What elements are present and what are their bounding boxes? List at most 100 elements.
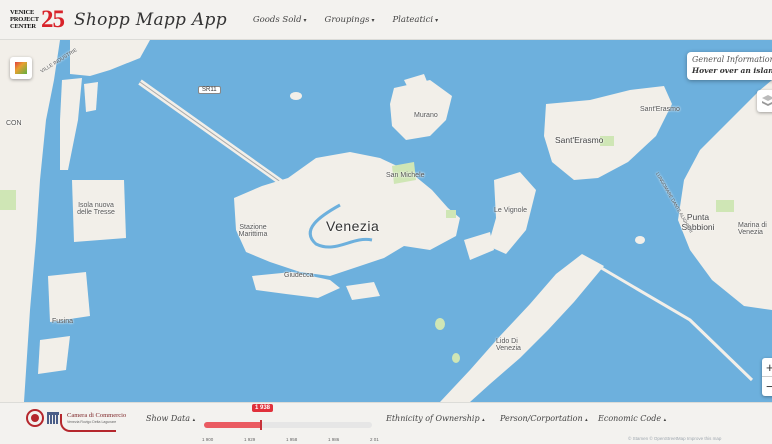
- menu-groupings[interactable]: Groupings▾: [325, 15, 375, 25]
- logo-number: 25: [40, 5, 65, 33]
- san-giorgio: [346, 282, 380, 300]
- jetty: [597, 264, 754, 382]
- label-punta-sabbioni: Punta Sabbioni: [681, 212, 715, 232]
- seal-icon: [26, 409, 44, 427]
- map-canvas[interactable]: SR11 Venezia Murano San Michele Sant'Era…: [0, 40, 772, 402]
- year-tick-label: 1 958: [286, 437, 298, 442]
- label-isola-nuova: Isola nuova delle Tresse: [77, 202, 115, 216]
- cavallino-peninsula: [678, 80, 772, 310]
- murano-island: [390, 80, 452, 140]
- vignole-island: [488, 172, 536, 254]
- logo-line: PROJECT: [10, 16, 39, 23]
- isola-nuova: [72, 180, 126, 242]
- dropdown-label: Ethnicity of Ownership: [386, 414, 480, 423]
- venice-main: [234, 152, 460, 276]
- info-panel-hint: Hover over an island: [692, 66, 772, 75]
- year-slider-tooltip: 1 938: [252, 404, 274, 412]
- canal-pier-1: [60, 78, 82, 170]
- menu-label: Groupings: [324, 14, 370, 25]
- sant-erasmo-island: [544, 86, 672, 180]
- label-marina: Marina di Venezia: [738, 222, 767, 236]
- top-navbar: VENICE PROJECT CENTER 25 Shopp Mapp App …: [0, 0, 772, 40]
- caret-up-icon: ▴: [192, 417, 196, 423]
- year-tick-label: 1 929: [244, 437, 256, 442]
- murano-north: [404, 74, 428, 88]
- mainland-west: [0, 40, 60, 402]
- causeway-rail: [139, 81, 293, 191]
- logo-line: CENTER: [10, 23, 36, 30]
- legend-toggle-button[interactable]: [10, 57, 32, 79]
- person-corporation-dropdown[interactable]: Person/Corportation ▴: [500, 414, 588, 423]
- year-slider[interactable]: [204, 420, 372, 430]
- menu-label: Goods Sold: [252, 14, 302, 25]
- label-fusina: Fusina: [52, 318, 74, 325]
- chamber-subtitle: Venezia Rovigo Delta Lagunare: [67, 420, 117, 424]
- caret-down-icon: ▾: [371, 16, 375, 24]
- road-shield: SR11: [198, 86, 221, 94]
- logo-line: VENICE: [10, 9, 35, 16]
- caret-down-icon: ▾: [303, 16, 307, 24]
- islet: [635, 236, 645, 244]
- chamber-text: Camera di Commercio Venezia Rovigo Delta…: [60, 412, 126, 432]
- islet: [554, 156, 566, 164]
- giudecca-island: [252, 272, 340, 298]
- year-tick-label: 1 986: [328, 437, 340, 442]
- park: [716, 200, 734, 212]
- year-slider-fill: [204, 422, 261, 428]
- label-sant-erasmo-2: Sant'Erasmo: [640, 106, 680, 113]
- menu-label: Plateatici: [392, 14, 434, 25]
- label-vignole: Le Vignole: [494, 207, 527, 214]
- dropdown-label: Show Data: [146, 414, 191, 423]
- canal-pier-2: [84, 82, 98, 112]
- swoosh-icon: [60, 414, 116, 432]
- islet: [290, 92, 302, 100]
- caret-up-icon: ▴: [663, 417, 667, 423]
- park: [600, 136, 614, 146]
- zoom-out-button[interactable]: −: [766, 379, 772, 394]
- map-svg[interactable]: [0, 40, 772, 402]
- show-data-dropdown[interactable]: Show Data ▴: [146, 414, 195, 423]
- chamber-of-commerce-logo[interactable]: Camera di Commercio Venezia Rovigo Delta…: [26, 409, 126, 432]
- san-michele-island: [392, 162, 416, 184]
- layers-icon: [762, 95, 772, 106]
- label-giudecca: Giudecca: [284, 272, 314, 279]
- zoom-in-button[interactable]: +: [762, 358, 772, 377]
- building-icon: [47, 412, 59, 424]
- label-stazione: Stazione Marittima: [238, 224, 268, 238]
- year-tick-label: 1 900: [202, 437, 214, 442]
- economic-code-dropdown[interactable]: Economic Code ▴: [598, 414, 666, 423]
- zoom-control: + −: [762, 358, 772, 396]
- label-san-michele: San Michele: [386, 172, 425, 179]
- label-sant-erasmo: Sant'Erasmo: [555, 135, 604, 145]
- vpc25-logo[interactable]: VENICE PROJECT CENTER 25: [10, 5, 65, 33]
- islet: [435, 318, 445, 330]
- year-slider-handle[interactable]: [260, 420, 262, 430]
- map-attribution[interactable]: © Stamen © OpenStreetMap Improve this ma…: [628, 436, 722, 441]
- dropdown-label: Person/Corportation: [500, 414, 583, 423]
- info-panel: General Information Hover over an island: [687, 52, 772, 80]
- menu-goods-sold[interactable]: Goods Sold▾: [253, 15, 307, 25]
- islet: [452, 353, 460, 363]
- park: [446, 210, 456, 218]
- ethnicity-dropdown[interactable]: Ethnicity of Ownership ▴: [386, 414, 485, 423]
- app-title: Shopp Mapp App: [73, 9, 227, 30]
- label-venezia: Venezia: [326, 218, 380, 234]
- menu-plateatici[interactable]: Plateatici▾: [392, 15, 438, 25]
- caret-up-icon: ▴: [482, 417, 485, 423]
- fusina-south: [38, 336, 70, 374]
- certosa: [464, 232, 494, 260]
- grand-canal: [308, 203, 373, 249]
- industrial-zone: [70, 40, 150, 76]
- label-con: CON: [6, 120, 22, 127]
- layers-button[interactable]: [757, 90, 772, 112]
- bottom-toolbar: Camera di Commercio Venezia Rovigo Delta…: [0, 402, 772, 444]
- caret-up-icon: ▴: [585, 417, 588, 423]
- dropdown-label: Economic Code: [598, 414, 662, 423]
- caret-down-icon: ▾: [435, 16, 439, 24]
- logo-words: VENICE PROJECT CENTER: [10, 9, 39, 30]
- park: [0, 190, 16, 210]
- label-murano: Murano: [414, 112, 438, 119]
- color-scale-icon: [15, 62, 27, 74]
- fusina-land: [48, 272, 90, 322]
